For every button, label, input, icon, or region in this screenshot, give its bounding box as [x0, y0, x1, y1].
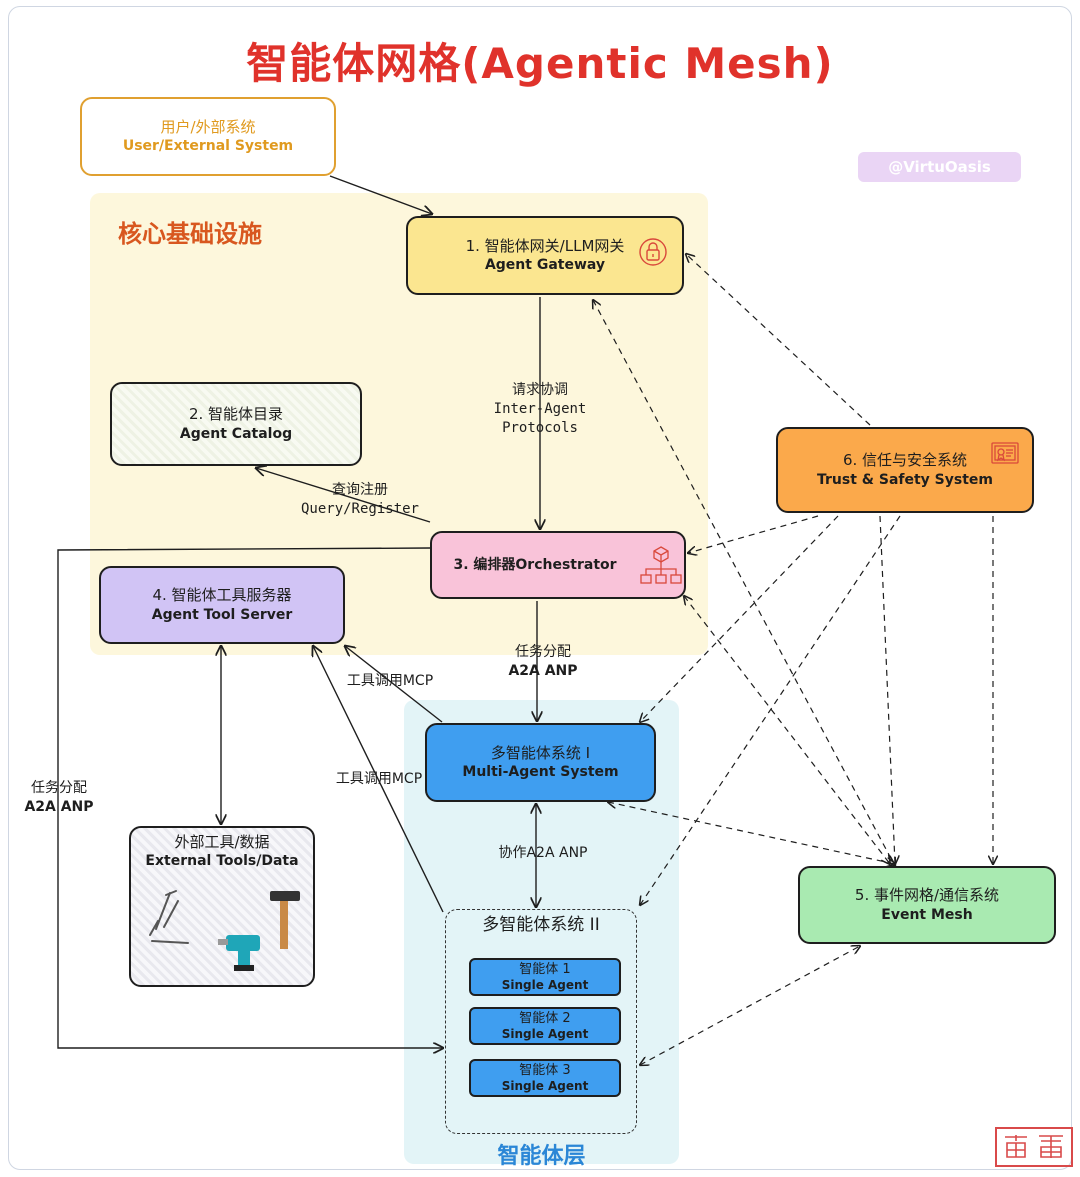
edge-agent3-eventmesh [640, 946, 860, 1065]
trust-label-en: Trust & Safety System [817, 471, 993, 488]
catalog-label-cn: 2. 智能体目录 [188, 405, 284, 424]
edge-label-task2-cn: 任务分配 [31, 780, 87, 796]
outer-frame [8, 6, 1072, 1170]
agent-catalog-node: 2. 智能体目录 Agent Catalog [110, 382, 362, 466]
trust-safety-node: 6. 信任与安全系统 Trust & Safety System [776, 427, 1034, 513]
multi-agent-system-2-node: 多智能体系统 II [445, 909, 637, 1134]
agent-2-label-en: Single Agent [501, 1026, 589, 1041]
edge-label-task1-en: A2A ANP [508, 662, 578, 679]
agent-2-label-cn: 智能体 2 [519, 1011, 571, 1026]
agent-3-label-en: Single Agent [501, 1078, 589, 1093]
edge-label-tool-call-2: 工具调用MCP [324, 770, 434, 789]
hierarchy-icon [640, 546, 682, 584]
edge-label-query-en: Query/Register [300, 500, 419, 517]
edge-user-gateway [329, 175, 432, 214]
edge-label-task2-en: A2A ANP [24, 798, 94, 815]
edge-label-task1-cn: 任务分配 [515, 644, 571, 660]
multi-agent-system-1-node: 多智能体系统 I Multi-Agent System [425, 723, 656, 802]
external-label-cn: 外部工具/数据 [174, 833, 270, 851]
edge-label-tool2-text: 工具调用MCP [335, 771, 423, 787]
agent-3-label-cn: 智能体 3 [519, 1063, 571, 1078]
edge-trust-orchestrator [688, 515, 819, 553]
agent-layer-label: 智能体层 [497, 1144, 586, 1169]
gateway-label-en: Agent Gateway [484, 257, 606, 274]
seal-glyph-icon [1005, 1135, 1063, 1158]
edge-orchestrator-mas2-loop [57, 547, 443, 1048]
mas1-label-cn: 多智能体系统 I [490, 743, 591, 762]
edge-label-collaboration: 协作A2A ANP [478, 844, 608, 863]
agent-tool-server-node: 4. 智能体工具服务器 Agent Tool Server [99, 566, 345, 644]
edge-label-request-coordination: 请求协调 Inter-Agent Protocols [470, 381, 610, 438]
user-node-label-en: User/External System [122, 138, 294, 155]
edge-mas1-toolserver [345, 646, 443, 723]
edge-label-tool1-text: 工具调用MCP [346, 673, 434, 689]
orchestrator-node: 3. 编排器Orchestrator [430, 531, 686, 599]
event-mesh-label-cn: 5. 事件网格/通信系统 [854, 886, 1000, 905]
single-agent-2: 智能体 2 Single Agent [469, 1007, 621, 1045]
core-infrastructure-label: 核心基础设施 [118, 220, 262, 248]
agent-1-label-en: Single Agent [501, 977, 589, 992]
edge-gateway-eventmesh [593, 300, 895, 866]
edge-mas1-eventmesh [608, 802, 895, 864]
mas1-label-en: Multi-Agent System [462, 764, 619, 781]
edge-label-query-register: 查询注册 Query/Register [290, 481, 430, 519]
edge-label-query-cn: 查询注册 [332, 482, 388, 498]
single-agent-1: 智能体 1 Single Agent [469, 958, 621, 996]
event-mesh-node: 5. 事件网格/通信系统 Event Mesh [798, 866, 1056, 944]
trust-label-cn: 6. 信任与安全系统 [842, 451, 968, 470]
lock-icon [639, 238, 667, 266]
agent-1-label-cn: 智能体 1 [519, 962, 571, 977]
author-watermark: @VirtuOasis [858, 152, 1021, 182]
seal-stamp [995, 1127, 1073, 1167]
orchestrator-label: 3. 编排器Orchestrator [453, 556, 617, 573]
user-external-system-node: 用户/外部系统 User/External System [80, 97, 336, 176]
edge-label-collab-text: 协作A2A ANP [498, 845, 588, 861]
tool-server-label-en: Agent Tool Server [151, 606, 293, 623]
edge-label-request-en1: Inter-Agent [493, 400, 587, 417]
mas2-label: 多智能体系统 II [482, 915, 600, 935]
edge-orchestrator-eventmesh [684, 596, 890, 864]
certificate-icon [991, 442, 1019, 464]
edge-label-request-cn: 请求协调 [512, 382, 568, 398]
edge-label-task-assign-2: 任务分配 A2A ANP [14, 779, 104, 817]
tool-server-label-cn: 4. 智能体工具服务器 [152, 586, 292, 605]
event-mesh-label-en: Event Mesh [881, 906, 973, 923]
edge-orchestrator-catalog [256, 468, 431, 523]
agent-gateway-node: 1. 智能体网关/LLM网关 Agent Gateway [406, 216, 684, 295]
edge-label-task-assign-1: 任务分配 A2A ANP [478, 643, 608, 681]
edge-label-tool-call-1: 工具调用MCP [330, 672, 450, 691]
edge-trust-eventmesh-2 [879, 515, 895, 864]
catalog-label-en: Agent Catalog [179, 425, 293, 442]
edge-label-request-en2: Protocols [502, 419, 578, 436]
single-agent-3: 智能体 3 Single Agent [469, 1059, 621, 1097]
gateway-label-cn: 1. 智能体网关/LLM网关 [465, 236, 625, 255]
diagram-title: 智能体网格(Agentic Mesh) [246, 39, 834, 88]
tools-icon [149, 890, 300, 972]
edge-trust-gateway [686, 254, 871, 426]
external-tools-data-node: 外部工具/数据 External Tools/Data [129, 826, 315, 987]
external-label-en: External Tools/Data [145, 853, 299, 870]
user-node-label-cn: 用户/外部系统 [160, 117, 256, 136]
edge-mas2-toolserver [313, 646, 444, 913]
